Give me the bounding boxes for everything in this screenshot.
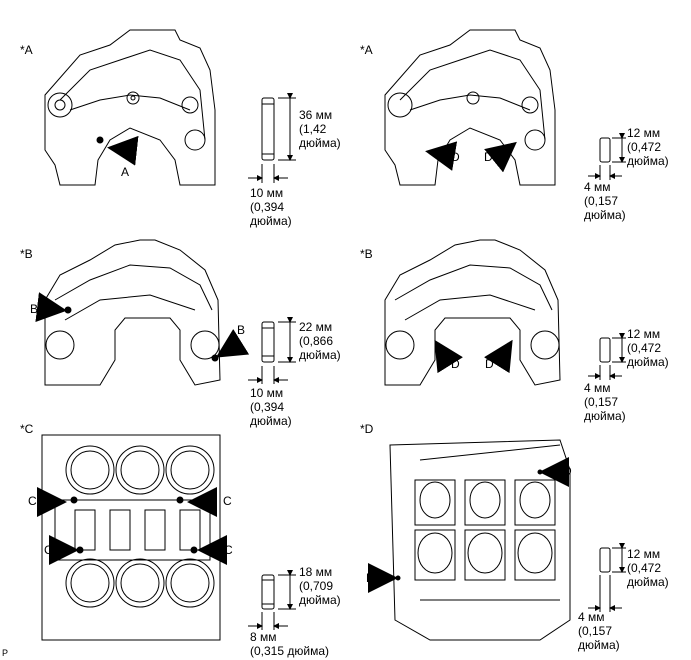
- callout-label: D: [451, 150, 460, 164]
- callout-label: C: [223, 494, 232, 508]
- callout-label: D: [563, 464, 572, 478]
- pin-diameter-dimension: 4 мм (0,157 дюйма): [584, 180, 626, 222]
- panel-tag: *D: [360, 422, 374, 436]
- callout-arrow-a: [107, 135, 139, 166]
- engine-cover-top-right: [384, 29, 556, 186]
- pin-length-dimension: 18 мм (0,709 дюйма): [299, 565, 341, 607]
- pin-diameter-dimension: 4 мм (0,157 дюйма): [578, 610, 620, 652]
- engine-cover-mid-right: [384, 239, 561, 386]
- callout-label: C: [44, 543, 53, 557]
- callout-label: C: [28, 494, 37, 508]
- callout-label: D: [366, 571, 375, 585]
- dowel-pin-p1: [248, 93, 296, 183]
- panel-tag: *B: [360, 247, 373, 261]
- pin-length-dimension: 22 мм (0,866 дюйма): [299, 320, 341, 362]
- engine-cover-mid-left: [44, 239, 221, 386]
- pin-length-dimension: 36 мм (1,42 дюйма): [299, 108, 341, 150]
- pin-diameter-dimension: 10 мм (0,394 дюйма): [250, 186, 292, 228]
- callout-arrow-d1: [425, 141, 458, 171]
- cylinder-block-bottom-right: [389, 439, 571, 641]
- panel-tag: *A: [360, 43, 373, 57]
- callout-label: C: [224, 543, 233, 557]
- callout-arrow-d4: [484, 339, 513, 374]
- dowel-pin-p4: [588, 333, 626, 380]
- dowel-pin-p6: [588, 543, 626, 612]
- panel-tag: *C: [20, 422, 34, 436]
- callout-arrow-d3: [434, 339, 463, 374]
- callout-arrow-b2: [215, 329, 250, 358]
- pin-length-dimension: 12 мм (0,472 дюйма): [627, 327, 669, 369]
- panel-tag: *B: [20, 247, 33, 261]
- dowel-pin-p5: [248, 570, 296, 630]
- callout-arrow-d2: [484, 141, 517, 173]
- pin-diameter-dimension: 8 мм (0,315 дюйма): [250, 630, 329, 658]
- callout-label: D: [485, 357, 494, 371]
- engine-cover-top-left: [44, 29, 216, 186]
- pin-length-dimension: 12 мм (0,472 дюйма): [627, 126, 669, 168]
- callout-label: B: [30, 302, 39, 316]
- dowel-pin-p2: [588, 133, 626, 180]
- callout-label: B: [237, 323, 246, 337]
- callout-label: A: [121, 165, 130, 179]
- cylinder-block-bottom-left: [41, 434, 221, 641]
- callout-label: D: [451, 357, 460, 371]
- pin-diameter-dimension: 10 мм (0,394 дюйма): [250, 386, 292, 428]
- pin-length-dimension: 12 мм (0,472 дюйма): [627, 547, 669, 589]
- dowel-pin-p3: [248, 317, 296, 384]
- callout-label: D: [484, 150, 493, 164]
- figure-code: P: [2, 648, 9, 658]
- callout-arrow-b1: [35, 292, 67, 322]
- pin-diameter-dimension: 4 мм (0,157 дюйма): [584, 381, 626, 423]
- panel-tag: *A: [20, 43, 33, 57]
